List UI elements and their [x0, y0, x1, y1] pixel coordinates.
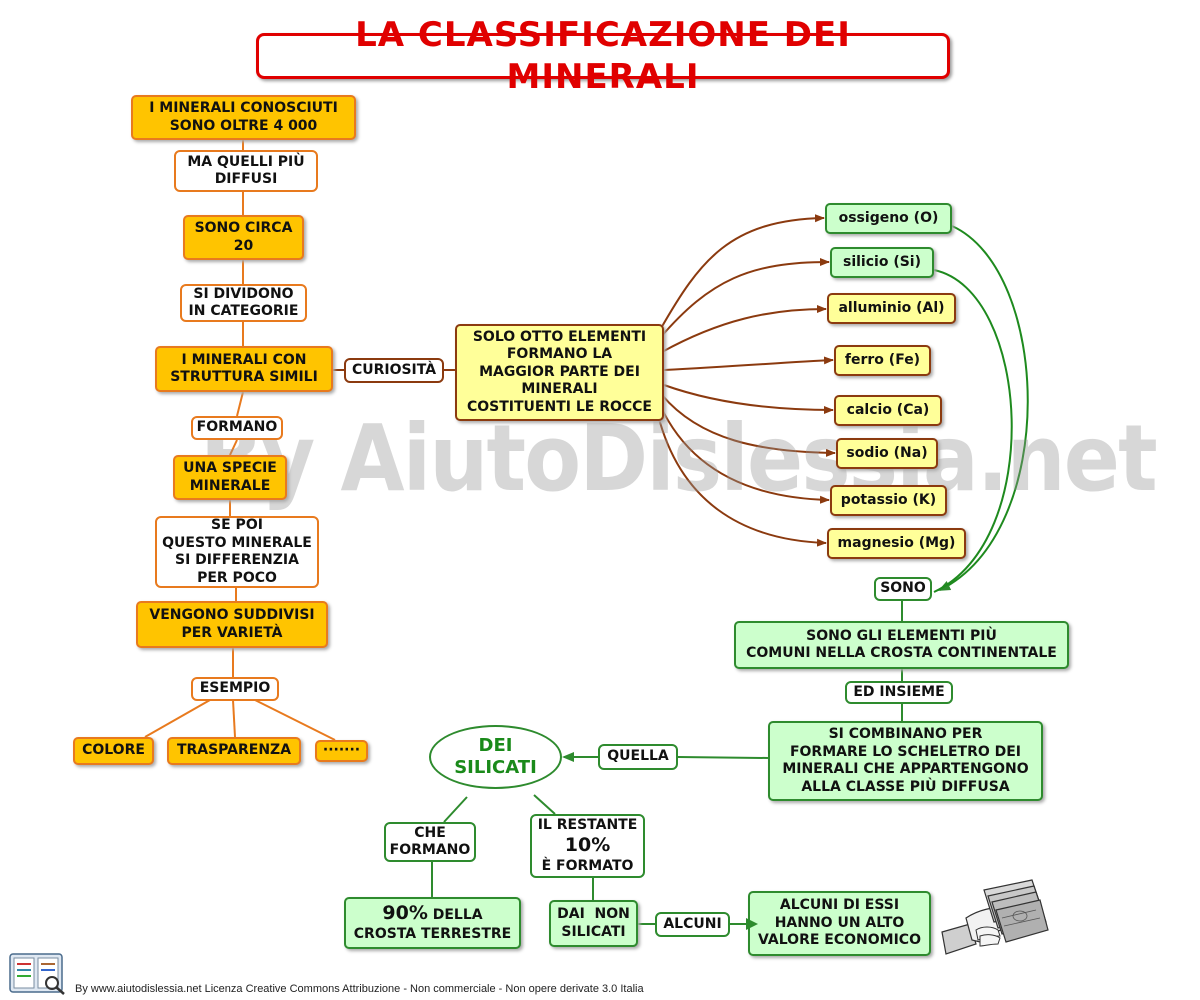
node-line: SI DIVIDONO: [193, 285, 294, 302]
percent-value: 90%: [382, 902, 428, 925]
node-line: VALORE ECONOMICO: [758, 932, 921, 949]
node-line: DELLA: [432, 907, 483, 924]
are-link[interactable]: SONO: [874, 577, 932, 601]
node-line: FORMANO LA: [506, 346, 613, 363]
together-link[interactable]: ED INSIEME: [845, 681, 953, 704]
curiosity-link[interactable]: CURIOSITÀ: [344, 358, 444, 383]
footer-license: By www.aiutodislessia.net Licenza Creati…: [75, 983, 644, 995]
node-line: SI DIFFERENZIA: [175, 552, 299, 568]
node-line: ALCUNI DI ESSI: [779, 897, 900, 914]
node-line: SONO OLTRE 4 000: [169, 117, 318, 134]
node-line: MAGGIOR PARTE DEI: [479, 363, 640, 380]
node-line: SONO CIRCA: [194, 220, 293, 236]
site-logo-icon: [9, 953, 65, 995]
element-silicon[interactable]: silicio (Si): [830, 247, 934, 278]
money-hand-icon: [941, 879, 1049, 955]
node-line: ALLA CLASSE PIÙ DIFFUSA: [801, 778, 1010, 795]
node-line: 20: [233, 237, 254, 254]
arrow-head-icon: [746, 918, 758, 930]
page-title: LA CLASSIFICAZIONE DEI MINERALI: [256, 15, 950, 97]
node-line: SI COMBINANO PER: [828, 726, 983, 742]
node-line: SILICATI: [454, 757, 537, 778]
node-line: QUESTO MINERALE: [162, 534, 312, 551]
node-line: SILICATI: [561, 923, 626, 940]
node-line: SE POI: [211, 517, 263, 533]
node-line: MA QUELLI PIÙ: [187, 153, 305, 170]
that-link[interactable]: QUELLA: [598, 744, 678, 770]
node-line: MINERALE: [189, 477, 271, 494]
example-link[interactable]: ESEMPIO: [191, 677, 279, 701]
element-oxygen[interactable]: ossigeno (O): [825, 203, 952, 234]
node-line: STRUTTURA SIMILI: [170, 369, 318, 385]
node-line: DIFFUSI: [214, 171, 278, 187]
element-magnesium[interactable]: magnesio (Mg): [827, 528, 966, 559]
node-line: CROSTA TERRESTRE: [353, 926, 512, 943]
node-line: UNA SPECIE: [183, 460, 277, 476]
node-line: MINERALI CHE APPARTENGONO: [782, 761, 1029, 777]
ninety-percent-node[interactable]: 90% DELLA CROSTA TERRESTRE: [344, 897, 521, 949]
form-link[interactable]: FORMANO: [191, 416, 283, 440]
node-line: COSTITUENTI LE ROCCE: [466, 398, 652, 415]
node-line: FORMANO: [389, 842, 471, 858]
node-line: DEI: [478, 734, 513, 756]
node-line: DAI NON: [557, 906, 630, 922]
node-line: MINERALI: [521, 381, 598, 398]
element-sodium[interactable]: sodio (Na): [836, 438, 938, 469]
example-more[interactable]: ·······: [315, 740, 368, 762]
element-iron[interactable]: ferro (Fe): [834, 345, 931, 376]
node-line: PER POCO: [197, 569, 277, 586]
node-line: COMUNI NELLA CROSTA CONTINENTALE: [746, 645, 1057, 661]
node-line: CHE: [414, 824, 446, 841]
element-potassium[interactable]: potassio (K): [830, 485, 947, 516]
percent-value: 10%: [564, 834, 611, 857]
node-line: SOLO OTTO ELEMENTI: [472, 328, 647, 345]
example-transparency[interactable]: TRASPARENZA: [167, 737, 301, 765]
node-line: IN CATEGORIE: [188, 303, 299, 319]
node-line: I MINERALI CONOSCIUTI: [149, 100, 338, 116]
element-calcium[interactable]: calcio (Ca): [834, 395, 942, 426]
node-line: IL RESTANTE: [537, 816, 638, 833]
some-link[interactable]: ALCUNI: [655, 912, 730, 937]
node-line: È FORMATO: [541, 857, 634, 874]
node-line: HANNO UN ALTO: [774, 914, 905, 931]
node-line: VENGONO SUDDIVISI: [149, 607, 315, 623]
node-line: I MINERALI CON: [181, 351, 307, 368]
node-line: SONO GLI ELEMENTI PIÙ: [806, 627, 997, 644]
node-line: FORMARE LO SCHELETRO DEI: [789, 743, 1022, 760]
element-aluminium[interactable]: alluminio (Al): [827, 293, 956, 324]
node-line: PER VARIETÀ: [181, 624, 283, 641]
example-color[interactable]: COLORE: [73, 737, 154, 765]
